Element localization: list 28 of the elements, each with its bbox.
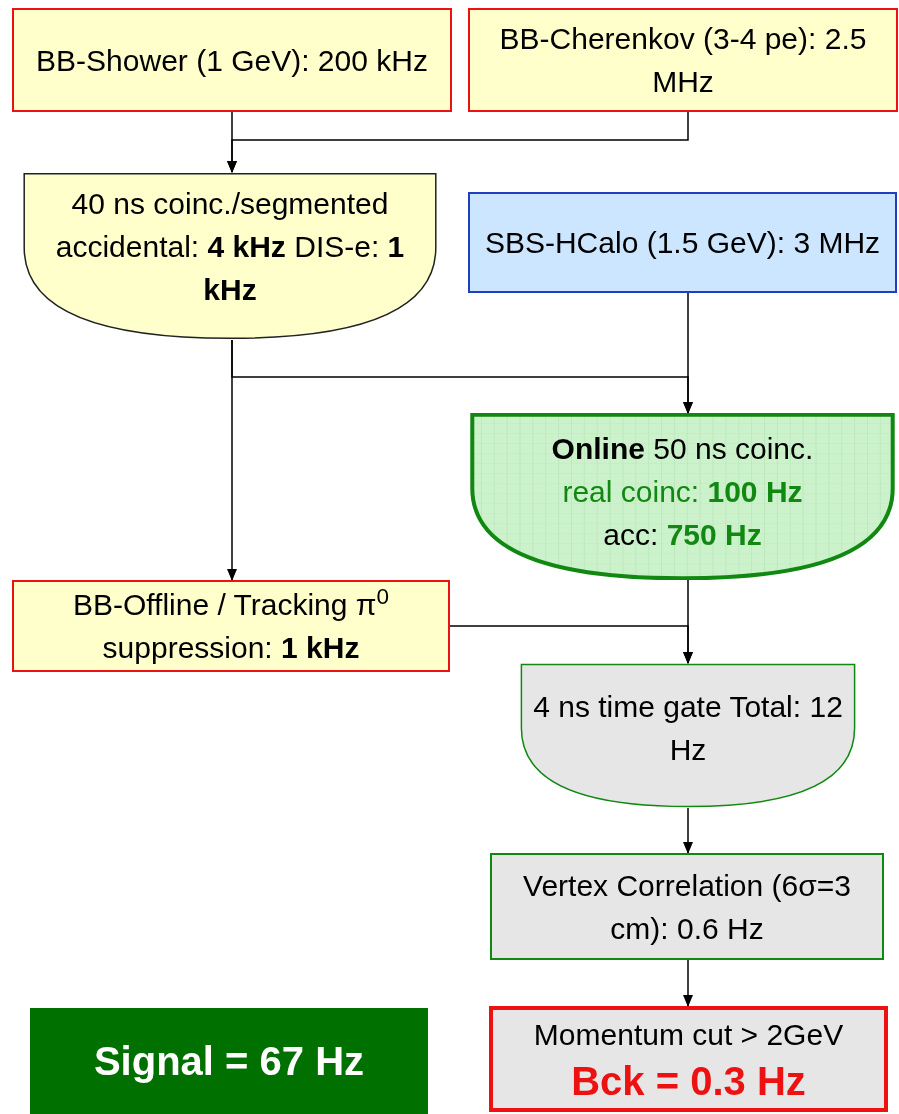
connector-arrow <box>449 625 693 664</box>
node-text: 40 ns coinc./segmented accidental: 4 kHz DIS-e: 1 kHz <box>54 186 406 308</box>
process-box <box>468 192 897 293</box>
connector-arrow <box>227 111 689 173</box>
connector-arrow <box>683 292 693 414</box>
node-text: Vertex Correlation (6σ=3 cm): 0.6 Hz <box>522 867 852 947</box>
result-box <box>30 1008 428 1114</box>
node-text: acc: 750 Hz <box>602 517 763 553</box>
node-text: Signal = 67 Hz <box>92 1039 366 1083</box>
node-text: BB-Offline / Tracking π$^{0}$ suppression: 1 kHz <box>71 583 391 666</box>
filter-shape <box>518 663 858 808</box>
connector-arrow <box>683 807 693 854</box>
node-text: real coinc: 100 Hz <box>561 474 804 510</box>
node-text: Momentum cut > 2GeV <box>532 1016 845 1053</box>
node-text: Online 50 ns coinc. <box>550 431 815 467</box>
process-box <box>490 853 884 960</box>
process-box <box>12 8 452 112</box>
process-box <box>468 8 898 112</box>
node-text: SBS-HCalo (1.5 GeV): 3 MHz <box>483 225 882 261</box>
process-box <box>12 580 450 672</box>
node-text: BB-Cherenkov (3-4 pe): 2.5 MHz <box>498 21 868 100</box>
filter-shape <box>20 172 440 340</box>
node-text: Bck = 0.3 Hz <box>570 1057 807 1105</box>
node-text: BB-Shower (1 GeV): 200 kHz <box>35 42 429 79</box>
connector-arrow <box>683 959 693 1007</box>
filter-shape <box>468 413 897 580</box>
node-text: 4 ns time gate Total: 12 Hz <box>532 689 844 768</box>
result-box <box>489 1006 888 1112</box>
